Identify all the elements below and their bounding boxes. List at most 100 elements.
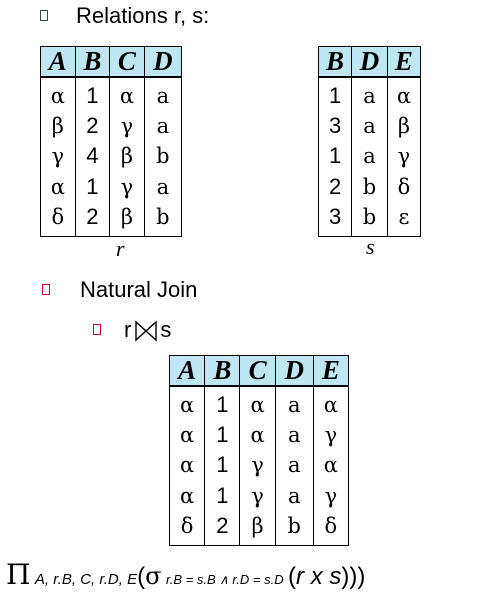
column-header-d: D xyxy=(143,46,183,78)
table-cell: 3 xyxy=(328,113,342,139)
column-header-a: A xyxy=(168,355,206,387)
relations-heading: Relations r, s: xyxy=(76,3,210,28)
table-cell: γ xyxy=(324,423,338,448)
table-cell: γ xyxy=(51,144,65,169)
table-cell: a xyxy=(287,453,301,478)
table-cell: δ xyxy=(324,513,338,538)
table-cell: γ xyxy=(251,453,264,478)
column-header-b: B xyxy=(317,46,353,78)
table-cell: α xyxy=(119,84,134,108)
column-b: 1 2 4 1 2 xyxy=(74,77,111,237)
table-cell: 1 xyxy=(86,83,99,108)
selection-symbol: σ xyxy=(145,562,162,590)
table-cell: α xyxy=(250,393,265,417)
table-cell: a xyxy=(287,483,301,508)
table-cell: α xyxy=(180,423,195,448)
bowtie-join-icon xyxy=(135,320,158,342)
table-cell: α xyxy=(180,483,195,508)
table-cell: 4 xyxy=(86,143,99,169)
table-cell: γ xyxy=(120,174,134,199)
table-cell: a xyxy=(363,144,376,169)
column-header-b: B xyxy=(74,46,111,78)
selection-condition: r.B = s.B ∧ r.D = s.D xyxy=(165,572,284,587)
table-cell: 1 xyxy=(328,83,342,108)
table-cell: 2 xyxy=(216,512,229,538)
cartesian-product-expression: r x s xyxy=(296,563,342,590)
projection-symbol: Π xyxy=(6,558,31,591)
table-cell: γ xyxy=(251,483,264,508)
bullet-icon xyxy=(40,10,48,21)
table-cell: α xyxy=(50,174,65,199)
table-cell: a xyxy=(363,84,376,108)
table-cell: a xyxy=(156,114,170,139)
table-cell: 1 xyxy=(216,422,229,448)
table-cell: 1 xyxy=(216,452,229,478)
table-cell: β xyxy=(397,114,410,139)
table-cell: b xyxy=(156,144,170,169)
table-cell: δ xyxy=(51,204,65,229)
table-cell: α xyxy=(323,453,338,478)
table-cell: a xyxy=(156,174,170,199)
table-cell: α xyxy=(323,393,338,417)
column-header-b: B xyxy=(204,355,241,387)
table-cell: β xyxy=(51,114,64,139)
natural-join-label: Natural Join xyxy=(80,277,198,302)
table-cell: a xyxy=(363,114,376,139)
bullet-icon xyxy=(93,324,101,335)
table-cell: 3 xyxy=(328,203,342,229)
table-cell: β xyxy=(120,144,133,169)
column-header-a: A xyxy=(40,46,76,78)
table-cell: b xyxy=(362,174,377,199)
column-header-c: C xyxy=(239,355,276,387)
table-cell: α xyxy=(180,453,195,478)
table-cell: β xyxy=(251,513,264,538)
column-header-d: D xyxy=(274,355,314,387)
equivalent-expression: Π A, r.B, C, r.D, E(σ r.B = s.B ∧ r.D = … xyxy=(6,558,365,591)
column-header-c: C xyxy=(109,46,145,78)
table-cell: α xyxy=(250,423,265,448)
table-cell: α xyxy=(50,84,65,108)
relation-r-name: r xyxy=(116,236,125,261)
table-cell: a xyxy=(156,84,170,108)
join-right-operand: s xyxy=(160,317,172,342)
table-cell: a xyxy=(287,423,301,448)
table-cell: 1 xyxy=(216,482,229,508)
table-cell: 2 xyxy=(86,113,99,139)
table-cell: 1 xyxy=(328,143,342,169)
table-cell: 2 xyxy=(86,203,99,229)
table-cell: b xyxy=(362,204,377,229)
table-cell: 1 xyxy=(216,392,229,417)
table-cell: ε xyxy=(398,204,410,229)
column-header-e: E xyxy=(386,46,422,78)
table-cell: 1 xyxy=(86,173,99,199)
relation-s-name: s xyxy=(366,234,375,259)
table-cell: β xyxy=(120,204,133,229)
open-paren: ( xyxy=(137,563,146,590)
natural-join-expression: r s xyxy=(124,317,171,343)
table-cell: α xyxy=(396,84,412,108)
table-cell: γ xyxy=(397,144,411,169)
column-header-d: D xyxy=(351,46,388,78)
column-header-e: E xyxy=(312,355,350,387)
inner-open-paren: ( xyxy=(288,563,297,590)
table-cell: b xyxy=(287,513,301,538)
projection-attributes: A, r.B, C, r.D, E xyxy=(34,571,138,588)
table-cell: γ xyxy=(324,483,338,508)
bullet-icon xyxy=(42,284,50,295)
table-cell: α xyxy=(180,393,195,417)
join-left-operand: r xyxy=(124,317,132,342)
table-cell: γ xyxy=(120,114,134,139)
